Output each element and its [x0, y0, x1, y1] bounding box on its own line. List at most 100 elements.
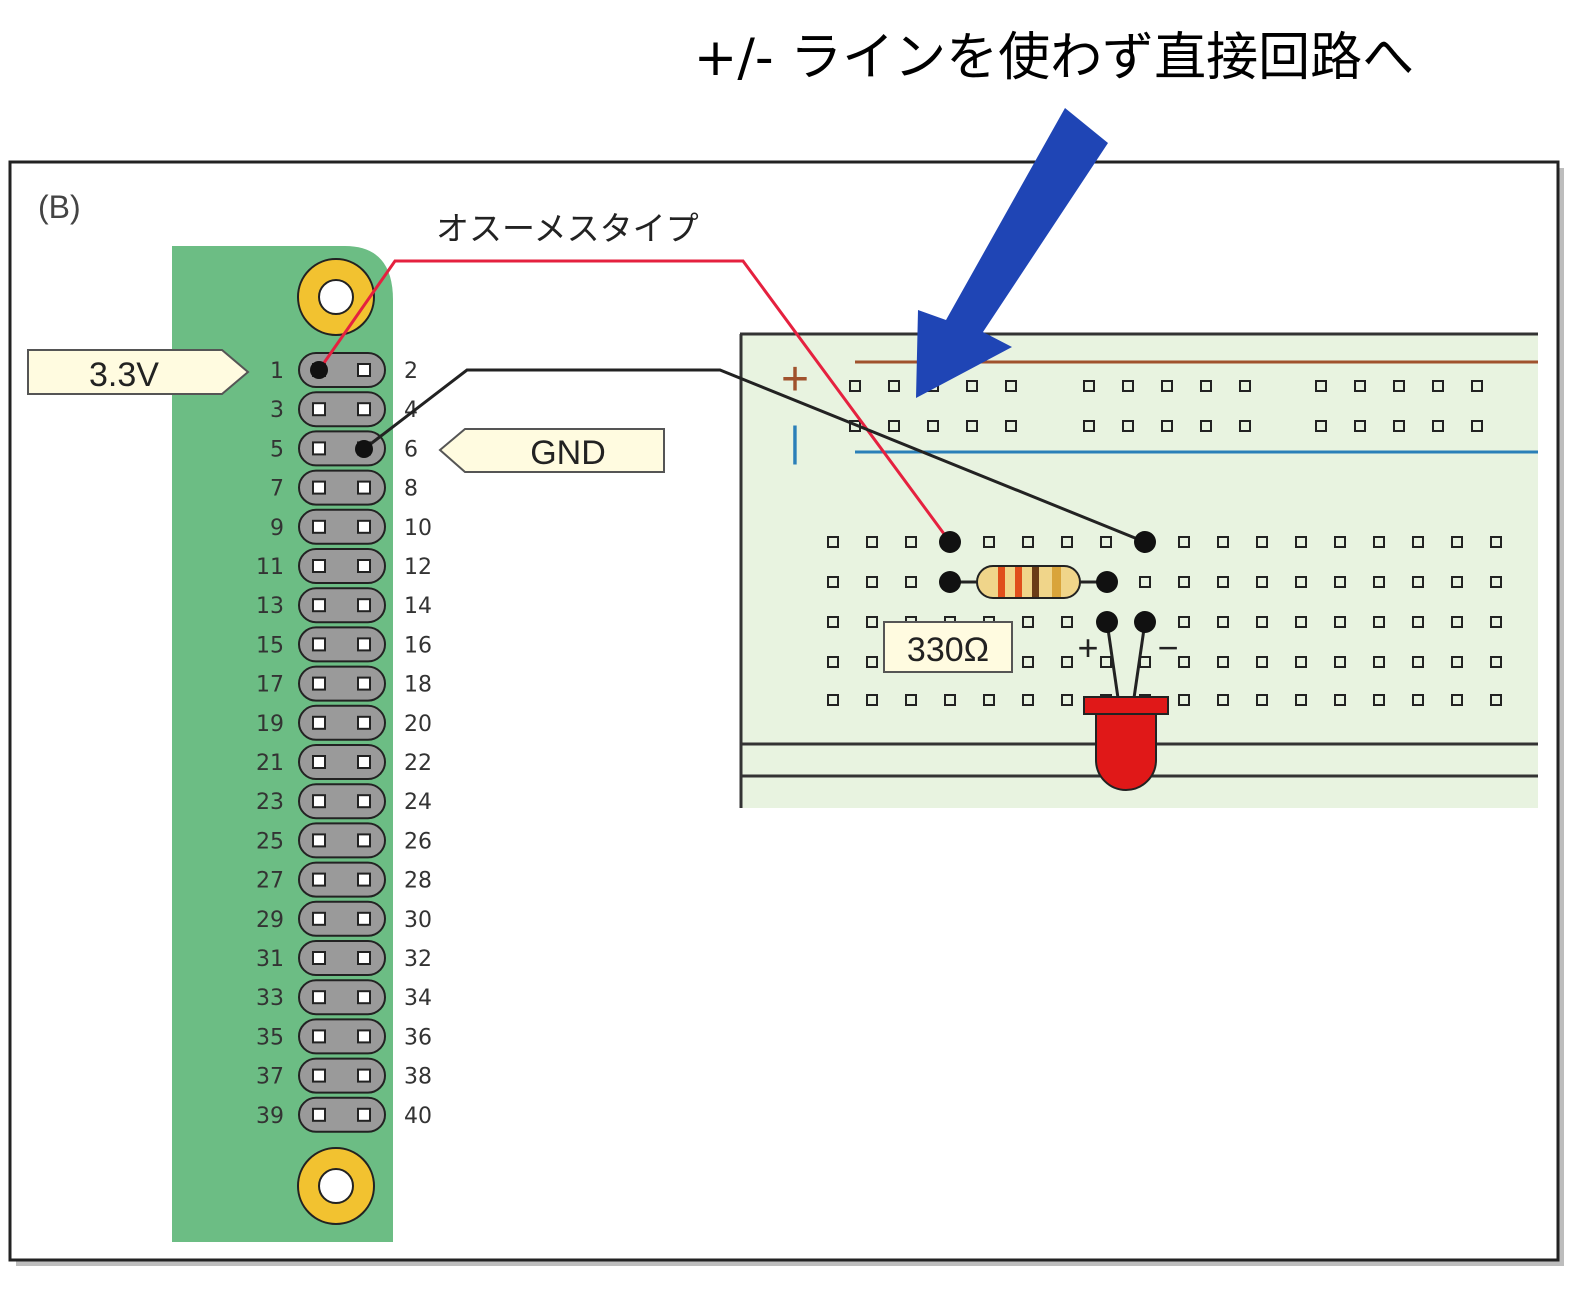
wire-type-label: オスーメスタイプ [436, 209, 699, 248]
terminal-hole [1217, 616, 1229, 628]
terminal-hole [1412, 536, 1424, 548]
terminal-hole [1334, 576, 1346, 588]
terminal-hole [1178, 656, 1190, 668]
rail-hole [927, 420, 939, 432]
terminal-hole [866, 694, 878, 706]
terminal-hole [1334, 656, 1346, 668]
terminal-hole [1412, 616, 1424, 628]
pin-number-even: 16 [404, 633, 432, 658]
terminal-hole [944, 694, 956, 706]
pin-number-odd: 21 [256, 751, 284, 776]
terminal-hole [1022, 616, 1034, 628]
rail-hole [1083, 380, 1095, 392]
terminal-hole [1295, 576, 1307, 588]
callout-arrow [916, 108, 1108, 398]
terminal-hole [1412, 656, 1424, 668]
rail-hole [1239, 380, 1251, 392]
terminal-hole [1490, 694, 1502, 706]
rail-hole [1122, 420, 1134, 432]
rail-hole [1083, 420, 1095, 432]
pin-number-even: 18 [404, 673, 432, 698]
terminal-hole [1178, 576, 1190, 588]
terminal-hole [1295, 536, 1307, 548]
pin-number-even: 26 [404, 829, 432, 854]
pin-number-even: 6 [404, 437, 418, 462]
terminal-hole [827, 656, 839, 668]
rail-hole [1005, 380, 1017, 392]
terminal-hole [1100, 656, 1112, 668]
terminal-hole [1217, 576, 1229, 588]
terminal-hole [1256, 656, 1268, 668]
terminal-hole [1451, 656, 1463, 668]
led-plus-symbol: + [1077, 627, 1098, 668]
pin-number-odd: 35 [256, 1025, 284, 1050]
pin-number-even: 8 [404, 477, 418, 502]
pin-number-odd: 15 [256, 633, 284, 658]
rail-hole [966, 380, 978, 392]
pin-number-even: 22 [404, 751, 432, 776]
black-jumper-wire [363, 368, 1146, 544]
terminal-hole [1139, 576, 1151, 588]
terminal-hole [1100, 536, 1112, 548]
terminal-hole [1451, 536, 1463, 548]
pin-number-even: 10 [404, 516, 432, 541]
rail-hole [849, 380, 861, 392]
rail-hole [1354, 420, 1366, 432]
terminal-hole [1061, 536, 1073, 548]
terminal-hole [1178, 694, 1190, 706]
rail-hole [966, 420, 978, 432]
led-cathode-lead [1132, 621, 1147, 699]
terminal-hole [1061, 656, 1073, 668]
pin-number-even: 14 [404, 594, 432, 619]
terminal-hole [1451, 616, 1463, 628]
pin-number-even: 2 [404, 359, 418, 384]
terminal-hole [1490, 616, 1502, 628]
rail-hole [1393, 420, 1405, 432]
terminal-hole [1412, 576, 1424, 588]
terminal-hole [1295, 656, 1307, 668]
terminal-hole [1022, 536, 1034, 548]
terminal-hole [1412, 694, 1424, 706]
rail-hole [1471, 420, 1483, 432]
terminal-hole [1022, 656, 1034, 668]
pin-number-odd: 37 [256, 1065, 284, 1090]
terminal-hole [1178, 536, 1190, 548]
terminal-hole [1373, 694, 1385, 706]
voltage-label-box [27, 349, 250, 395]
terminal-hole [1256, 536, 1268, 548]
pin-number-odd: 19 [256, 712, 284, 737]
pin-number-even: 32 [404, 947, 432, 972]
pin-number-odd: 39 [256, 1104, 284, 1129]
gpio-pin-row: 37 38 [256, 1057, 432, 1094]
rail-hole [1315, 420, 1327, 432]
pin-number-even: 38 [404, 1065, 432, 1090]
terminal-hole [1334, 536, 1346, 548]
terminal-hole [1295, 694, 1307, 706]
pin-number-odd: 29 [256, 908, 284, 933]
gpio-pin-row: 9 10 [270, 508, 432, 545]
rail-minus-symbol: | [790, 418, 801, 465]
pin-number-odd: 11 [256, 555, 284, 580]
terminal-hole [905, 694, 917, 706]
rail-hole [1200, 420, 1212, 432]
pin-number-even: 24 [404, 790, 432, 815]
mount-hole-bottom [297, 1147, 375, 1225]
figure-label: (B) [38, 189, 81, 225]
pin-number-odd: 9 [270, 516, 284, 541]
terminal-hole [1217, 536, 1229, 548]
pin-number-odd: 17 [256, 673, 284, 698]
pin-number-even: 34 [404, 986, 432, 1011]
rail-plus-symbol: + [781, 353, 809, 406]
rail-hole [1315, 380, 1327, 392]
rail-hole [888, 420, 900, 432]
